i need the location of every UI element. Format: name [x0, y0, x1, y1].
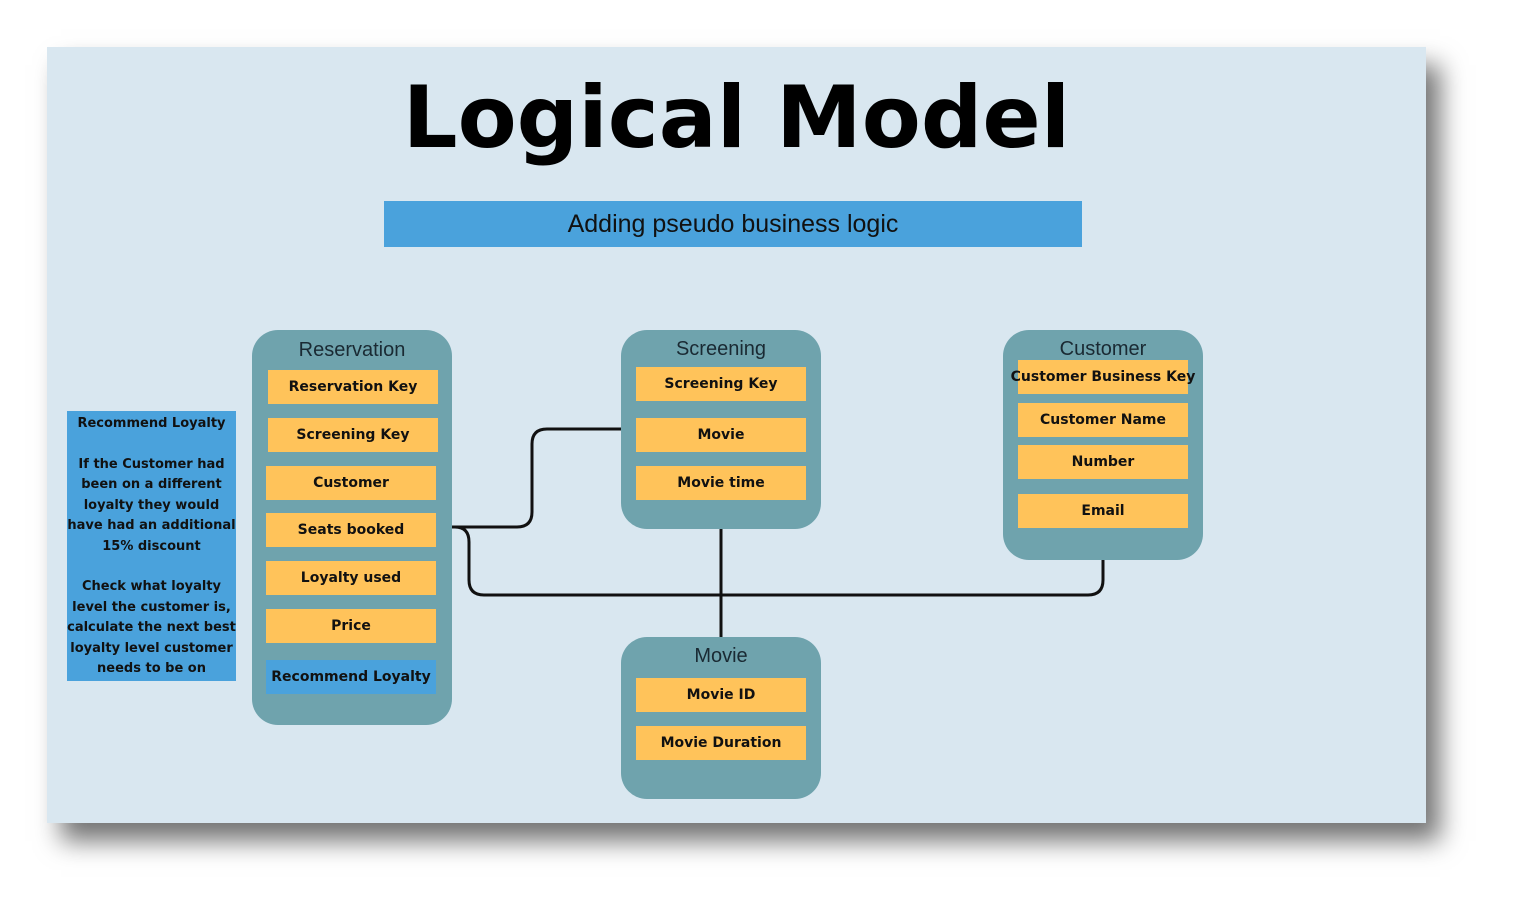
field-price: Price: [266, 609, 436, 643]
field-email: Email: [1018, 494, 1188, 528]
note-paragraph-2: Check what loyalty level the customer is…: [67, 579, 236, 676]
field-movie-duration: Movie Duration: [636, 726, 806, 760]
note-heading: Recommend Loyalty: [77, 416, 226, 431]
entity-reservation: Reservation Reservation Key Screening Ke…: [252, 330, 452, 725]
relationship-lines: [452, 427, 1105, 637]
link-reservation-screening: [452, 427, 622, 529]
subtitle-banner: Adding pseudo business logic: [384, 201, 1082, 247]
entity-title: Screening: [675, 338, 767, 360]
recommend-loyalty-note: Recommend Loyalty If the Customer had be…: [67, 411, 236, 681]
entity-movie: Movie Movie ID Movie Duration: [621, 637, 821, 799]
field-loyalty-used: Loyalty used: [266, 561, 436, 595]
entity-title: Reservation: [298, 339, 406, 361]
field-movie: Movie: [636, 418, 806, 452]
entity-title: Movie: [694, 645, 748, 667]
field-screening-key: Screening Key: [268, 418, 438, 452]
field-recommend-loyalty: Recommend Loyalty: [266, 660, 436, 694]
field-customer-name: Customer Name: [1018, 403, 1188, 437]
field-movie-id: Movie ID: [636, 678, 806, 712]
field-customer-business-key: Customer Business Key: [1011, 360, 1195, 394]
field-reservation-key: Reservation Key: [268, 370, 438, 404]
field-screening-key: Screening Key: [636, 367, 806, 401]
link-reservation-customer: [452, 525, 1105, 597]
note-paragraph-1: If the Customer had been on a different …: [67, 456, 236, 554]
field-movie-time: Movie time: [636, 466, 806, 500]
page-title: Logical Model: [402, 68, 1071, 168]
entity-title: Customer: [1059, 338, 1147, 360]
field-number: Number: [1018, 445, 1188, 479]
field-customer: Customer: [266, 466, 436, 500]
entity-customer: Customer Customer Business Key Customer …: [1003, 330, 1203, 560]
slide: Logical Model Adding pseudo business log…: [47, 47, 1426, 823]
field-seats-booked: Seats booked: [266, 513, 436, 547]
entity-screening: Screening Screening Key Movie Movie time: [621, 330, 821, 529]
